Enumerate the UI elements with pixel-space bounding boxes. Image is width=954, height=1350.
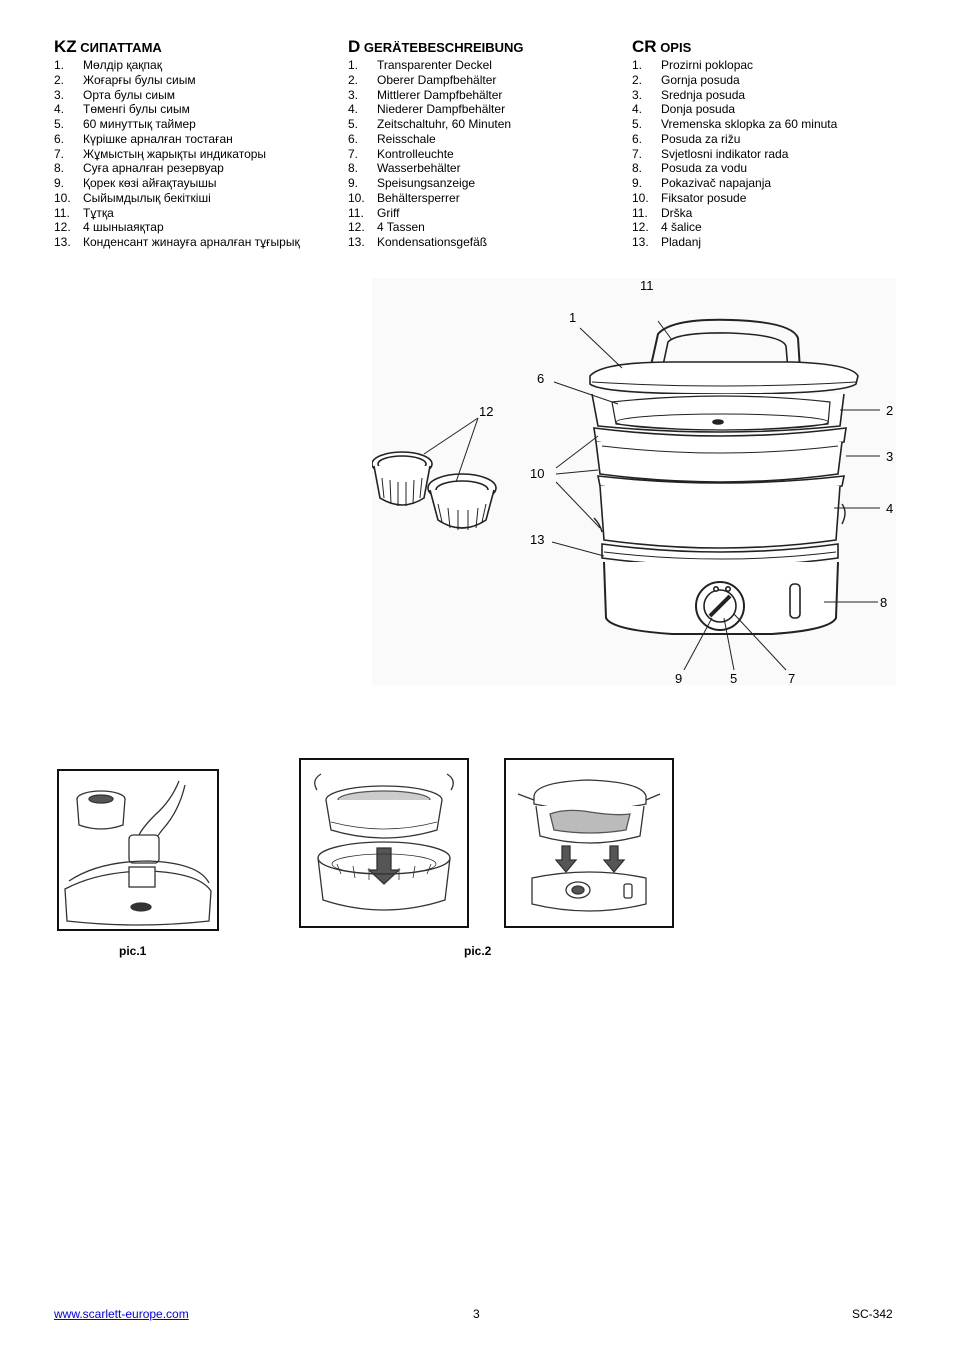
list-item: 10.Fiksator posude <box>632 190 747 205</box>
list-item: 3.Орта булы сиым <box>54 87 175 102</box>
list-item: 12.4 шыныаяқтар <box>54 220 164 235</box>
list-item: 5.Zeitschaltuhr, 60 Minuten <box>348 117 512 131</box>
list-item: 4.Donja posuda <box>632 102 736 117</box>
footer-website-link[interactable]: www.scarlett-europe.com <box>54 1307 189 1321</box>
pic1-caption: pic.1 <box>119 944 147 958</box>
callout-6: 6 <box>537 371 545 386</box>
column-heading: CR OPIS <box>632 37 922 58</box>
callout-12: 12 <box>479 404 494 419</box>
callout-7: 7 <box>788 671 796 686</box>
list-item: 8.Wasserbehälter <box>348 161 461 176</box>
list-item: 1.Prozirni poklopac <box>632 58 754 72</box>
list-item: 3.Mittlerer Dampfbehälter <box>348 87 503 102</box>
parts-list: 1.Мөлдір қақпақ 2.Жоғарғы булы сиым 3.Ор… <box>54 58 344 250</box>
pic2-caption: pic.2 <box>464 944 492 958</box>
callout-10: 10 <box>530 466 545 481</box>
list-item: 2.Oberer Dampfbehälter <box>348 72 497 87</box>
list-item: 10.Behältersperrer <box>348 190 460 205</box>
list-item: 9.Speisungsanzeige <box>348 176 476 190</box>
list-item: 8.Суға арналған резервуар <box>54 161 224 176</box>
pic2-drawing-right <box>517 779 661 912</box>
list-item: 9.Pokazivač napajanja <box>632 176 772 190</box>
model-number: SC-342 <box>852 1307 893 1321</box>
column-cr: CR OPIS 1.Prozirni poklopac 2.Gornja pos… <box>632 37 922 250</box>
list-item: 4.Niederer Dampfbehälter <box>348 102 506 117</box>
list-item: 9.Қорек көзі айғақтауышы <box>54 176 217 190</box>
callout-4: 4 <box>886 501 894 516</box>
list-item: 13.Kondensationsgefäß <box>348 235 488 249</box>
parts-list: 1.Prozirni poklopac 2.Gornja posuda 3.Sr… <box>632 58 922 250</box>
list-item: 2.Жоғарғы булы сиым <box>54 72 196 87</box>
list-item: 12.4 šalice <box>632 220 702 235</box>
column-d: D GERÄTEBESCHREIBUNG 1.Transparenter Dec… <box>348 37 628 250</box>
list-item: 12.4 Tassen <box>348 220 425 235</box>
list-item: 5.Vremenska sklopka za 60 minuta <box>632 117 838 131</box>
callout-9: 9 <box>675 671 683 686</box>
callout-11: 11 <box>640 278 654 293</box>
list-item: 6.Күрішке арналған тостаған <box>54 131 233 146</box>
pic1-illustration <box>57 769 219 931</box>
list-item: 6.Reisschale <box>348 131 436 146</box>
column-heading: KZ СИПАТТАМА <box>54 37 344 58</box>
language-code: CR <box>632 37 657 56</box>
list-item: 11.Drška <box>632 205 693 220</box>
section-title: GERÄTEBESCHREIBUNG <box>363 40 524 55</box>
callout-8: 8 <box>880 595 888 610</box>
list-item: 7.Kontrolleuchte <box>348 146 454 161</box>
list-item: 7.Svjetlosni indikator rada <box>632 146 789 161</box>
column-kz: KZ СИПАТТАМА 1.Мөлдір қақпақ 2.Жоғарғы б… <box>54 37 344 250</box>
pic2-illustration-left <box>299 758 469 928</box>
list-item: 5.60 минуттық таймер <box>54 117 196 131</box>
callout-1: 1 <box>569 310 577 325</box>
parts-list: 1.Transparenter Deckel 2.Oberer Dampfbeh… <box>348 58 628 250</box>
page-number: 3 <box>473 1307 480 1321</box>
section-title: СИПАТТАМА <box>80 40 162 55</box>
list-item: 1.Мөлдір қақпақ <box>54 58 162 72</box>
list-item: 7.Жұмыстың жарықты индикаторы <box>54 146 267 161</box>
pic2-illustration-right <box>504 758 674 928</box>
list-item: 4.Төменгі булы сиым <box>54 102 190 117</box>
list-item: 13.Pladanj <box>632 235 702 249</box>
steamer-illustration <box>372 318 880 671</box>
column-heading: D GERÄTEBESCHREIBUNG <box>348 37 628 58</box>
list-item: 3.Srednja posuda <box>632 87 746 102</box>
language-code: D <box>348 37 361 56</box>
callout-3: 3 <box>886 449 894 464</box>
callout-2: 2 <box>886 403 894 418</box>
language-code: KZ <box>54 37 77 56</box>
list-item: 10.Сыйымдылық бекіткіші <box>54 190 211 205</box>
pic1-drawing <box>64 780 212 926</box>
pic2-drawing-left <box>314 773 454 911</box>
list-item: 6.Posuda za rižu <box>632 131 741 146</box>
section-title: OPIS <box>660 40 692 55</box>
list-item: 13.Конденсант жинауға арналған тұғырық <box>54 235 300 249</box>
list-item: 11.Тұтқа <box>54 205 114 220</box>
callout-13: 13 <box>530 532 545 547</box>
list-item: 11.Griff <box>348 205 400 220</box>
steamer-diagram: 11 1 6 12 10 13 2 3 4 8 9 5 7 <box>372 278 896 686</box>
list-item: 2.Gornja posuda <box>632 72 740 87</box>
list-item: 8.Posuda za vodu <box>632 161 748 176</box>
callout-5: 5 <box>730 671 738 686</box>
list-item: 1.Transparenter Deckel <box>348 58 492 72</box>
